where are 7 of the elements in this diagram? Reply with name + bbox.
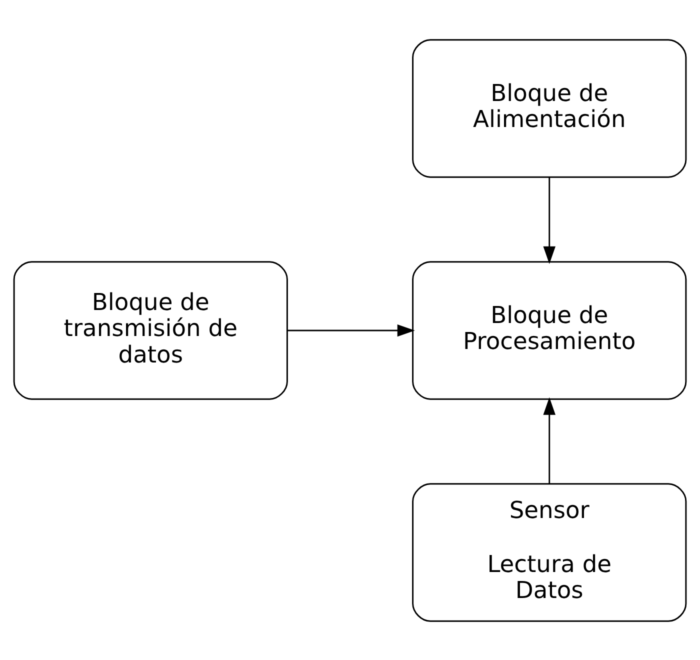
arrow xyxy=(543,176,556,264)
node-box: Bloque de Alimentación xyxy=(412,38,687,178)
arrow xyxy=(287,324,415,336)
node-box: Bloque de Procesamiento xyxy=(412,260,687,400)
arrow xyxy=(543,396,556,484)
node-box: Sensor Lectura de Datos xyxy=(412,482,687,622)
node-box: Bloque de transmisión de datos xyxy=(13,260,288,400)
